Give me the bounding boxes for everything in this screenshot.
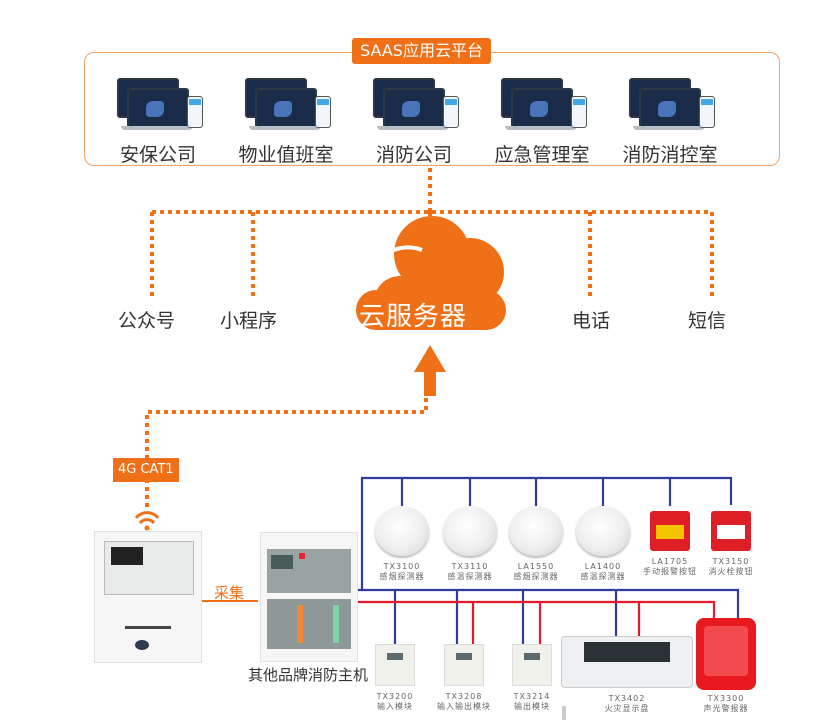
bottom-red-bus bbox=[358, 600, 716, 620]
client-item: 物业值班室 bbox=[221, 78, 351, 167]
detector-icon bbox=[443, 506, 497, 556]
device-name: 消火栓按钮 bbox=[708, 567, 754, 576]
module-icon bbox=[512, 644, 552, 686]
uplink-arrow-icon bbox=[414, 345, 446, 396]
device-label-strip bbox=[125, 626, 171, 629]
device-model: TX3402 bbox=[608, 694, 646, 703]
client-label: 消防消控室 bbox=[622, 144, 718, 166]
detector-icon bbox=[576, 506, 630, 556]
display-panel-icon bbox=[561, 636, 693, 688]
device-name: 输出模块 bbox=[514, 702, 550, 711]
laptop-phone-dashboard-icon bbox=[113, 78, 203, 136]
host-control-panel bbox=[267, 549, 351, 593]
laptop-phone-dashboard-icon bbox=[369, 78, 459, 136]
manual-call-point-icon bbox=[650, 511, 690, 551]
device-model: TX3110 bbox=[451, 562, 489, 571]
sounder-strobe-icon bbox=[696, 618, 756, 690]
device-name: 手动报警按钮 bbox=[643, 567, 697, 576]
host-label: 其他品牌消防主机 bbox=[248, 666, 369, 684]
client-label: 消防公司 bbox=[375, 144, 452, 166]
host-screen bbox=[271, 555, 293, 569]
laptop-phone-dashboard-icon bbox=[241, 78, 331, 136]
device-name: 感烟探测器 bbox=[379, 572, 425, 581]
channel-sms: 短信 bbox=[688, 310, 727, 332]
cloud-icon bbox=[356, 216, 506, 330]
device-model: LA1550 bbox=[517, 562, 555, 571]
host-zone-panel bbox=[267, 599, 351, 649]
scroll-indicator bbox=[562, 706, 566, 720]
client-item: 消防消控室 bbox=[605, 78, 735, 167]
wifi-signal-icon bbox=[134, 511, 160, 531]
detector-icon bbox=[509, 506, 563, 556]
device-model: TX3208 bbox=[445, 692, 483, 701]
laptop-phone-dashboard-icon bbox=[497, 78, 587, 136]
device-model: TX3214 bbox=[513, 692, 551, 701]
device-name: 感温探测器 bbox=[580, 572, 626, 581]
transmission-device-panel bbox=[104, 541, 194, 595]
client-label: 安保公司 bbox=[119, 144, 196, 166]
uplink-line bbox=[145, 396, 428, 507]
uplink-tag: 4G CAT1 bbox=[113, 458, 179, 482]
device-name: 感烟探测器 bbox=[513, 572, 559, 581]
module-icon bbox=[444, 644, 484, 686]
device-model: TX3200 bbox=[376, 692, 414, 701]
lcd-screen bbox=[111, 547, 143, 565]
device-model: TX3300 bbox=[707, 694, 745, 703]
client-item: 应急管理室 bbox=[477, 78, 607, 167]
channel-wechat-official-account: 公众号 bbox=[118, 310, 176, 332]
zone-led-column bbox=[333, 605, 339, 643]
client-item: 消防公司 bbox=[349, 78, 479, 167]
device-name: 输入模块 bbox=[377, 702, 413, 711]
device-model: LA1400 bbox=[584, 562, 622, 571]
zone-led-column bbox=[297, 605, 303, 643]
transmission-device bbox=[94, 531, 202, 663]
top-loop-bus bbox=[360, 476, 733, 590]
detector-icon bbox=[375, 506, 429, 556]
collect-label: 采集 bbox=[214, 584, 245, 602]
saas-platform-title: SAAS应用云平台 bbox=[352, 38, 491, 64]
cloud-server-label: 云服务器 bbox=[358, 302, 467, 332]
module-icon bbox=[375, 644, 415, 686]
hydrant-button-icon bbox=[711, 511, 751, 551]
client-item: 安保公司 bbox=[93, 78, 223, 167]
device-logo-icon bbox=[135, 640, 149, 650]
client-label: 物业值班室 bbox=[238, 144, 334, 166]
client-label: 应急管理室 bbox=[494, 144, 590, 166]
device-name: 火灾显示盘 bbox=[604, 704, 650, 713]
device-name: 输入输出模块 bbox=[437, 702, 491, 711]
channel-phone: 电话 bbox=[572, 310, 611, 332]
device-name: 感温探测器 bbox=[447, 572, 493, 581]
device-model: TX3100 bbox=[383, 562, 421, 571]
device-model: LA1705 bbox=[651, 557, 689, 566]
device-name: 声光警报器 bbox=[703, 704, 749, 713]
bottom-blue-bus bbox=[358, 588, 740, 640]
host-alarm-led bbox=[299, 553, 305, 559]
device-model: TX3150 bbox=[712, 557, 750, 566]
channel-mini-program: 小程序 bbox=[220, 310, 278, 332]
laptop-phone-dashboard-icon bbox=[625, 78, 715, 136]
fire-alarm-host bbox=[260, 532, 358, 662]
